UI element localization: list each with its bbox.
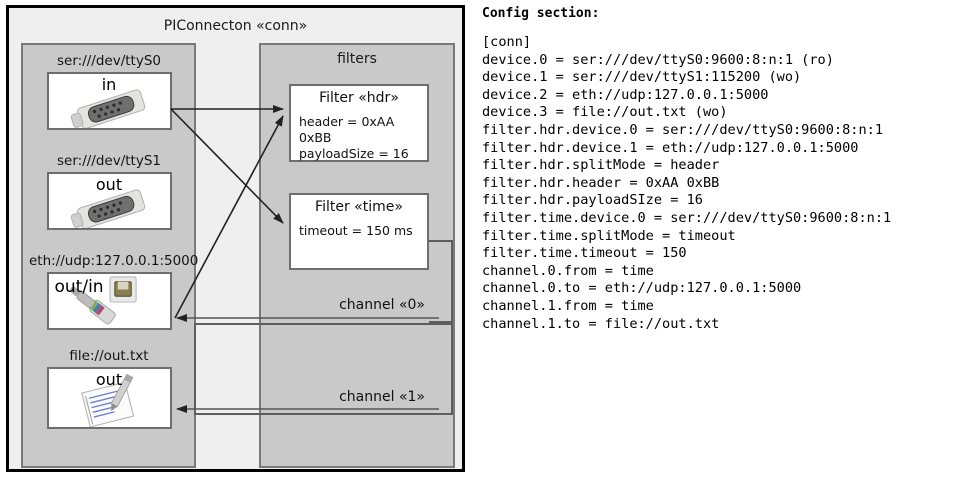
device-caption: eth://udp:127.0.0.1:5000 [29, 253, 199, 269]
config-line: filter.time.device.0 = ser:///dev/ttyS0:… [482, 209, 892, 226]
device-group-ttys1: ser:///dev/ttyS1 out [29, 153, 189, 230]
config-section: Config section: [conn]device.0 = ser:///… [482, 6, 960, 333]
filter-properties: header = 0xAA 0xBB payloadSize = 16 [299, 114, 427, 162]
config-line: filter.hdr.header = 0xAA 0xBB [482, 174, 720, 191]
config-line: filter.hdr.device.0 = ser:///dev/ttyS0:9… [482, 121, 884, 138]
filter-box-time[interactable]: Filter «time» timeout = 150 ms [289, 193, 429, 270]
diagram-title: PIConnecton «conn» [163, 18, 308, 34]
config-line: channel.1.to = file://out.txt [482, 315, 720, 332]
device-caption: ser:///dev/ttyS0 [57, 53, 161, 69]
config-line: channel.0.from = time [482, 262, 654, 279]
config-line: filter.time.splitMode = timeout [482, 227, 736, 244]
config-line: [conn] [482, 34, 532, 50]
serial-db9-icon [70, 189, 145, 228]
device-caption: ser:///dev/ttyS1 [57, 153, 161, 169]
device-box-file[interactable]: out [46, 367, 172, 429]
config-line: device.3 = file://out.txt (wo) [482, 104, 728, 121]
device-direction-label: in [101, 75, 117, 94]
filters-panel-title: filters [337, 51, 377, 67]
device-box-eth[interactable]: out/in [46, 272, 172, 330]
config-line: device.2 = eth://udp:127.0.0.1:5000 [482, 86, 769, 103]
config-line: channel.1.from = time [482, 297, 654, 314]
filters-panel: filters Filter «hdr» header = 0xAA 0xBB … [194, 43, 455, 468]
channel-region-0: channel «0» [339, 240, 453, 323]
filter-property: timeout = 150 ms [299, 223, 413, 238]
device-box-ttys1[interactable]: out [46, 172, 172, 230]
config-lines: [conn]device.0 = ser:///dev/ttyS0:9600:8… [482, 34, 960, 333]
device-group-file: file://out.txt out [29, 348, 189, 429]
device-caption: file://out.txt [69, 348, 149, 364]
filter-box-hdr[interactable]: Filter «hdr» header = 0xAA 0xBB payloadS… [289, 84, 429, 162]
serial-db9-icon [70, 89, 145, 128]
config-line: device.0 = ser:///dev/ttyS0:9600:8:n:1 (… [482, 51, 834, 68]
config-line: filter.time.timeout = 150 [482, 245, 687, 262]
filter-title: Filter «time» [315, 199, 403, 215]
config-line: channel.0.to = eth://udp:127.0.0.1:5000 [482, 280, 802, 297]
config-line: filter.hdr.device.1 = eth://udp:127.0.0.… [482, 139, 859, 156]
filter-properties: timeout = 150 ms [299, 223, 413, 239]
filter-property: header = 0xAA 0xBB [299, 114, 395, 145]
channel-label: channel «1» [339, 389, 425, 405]
config-line: device.1 = ser:///dev/ttyS1:115200 (wo) [482, 69, 802, 86]
connection-diagram: PIConnecton «conn» ser:///dev/ttyS0 in [6, 5, 465, 472]
channel-label: channel «0» [339, 297, 425, 313]
ethernet-rj45-icon [69, 276, 137, 325]
devices-panel: ser:///dev/ttyS0 in [21, 43, 199, 468]
filter-title: Filter «hdr» [319, 90, 399, 106]
device-group-ttys0: ser:///dev/ttyS0 in [29, 53, 189, 130]
channel-region-1: channel «1» [194, 323, 453, 415]
device-box-ttys0[interactable]: in [46, 72, 172, 130]
config-line: filter.hdr.payloadSIze = 16 [482, 192, 703, 209]
device-direction-label: out [95, 175, 123, 194]
filter-property: payloadSize = 16 [299, 146, 409, 161]
config-heading: Config section: [482, 6, 600, 21]
device-group-eth: eth://udp:127.0.0.1:5000 out/in [29, 253, 199, 330]
device-direction-label: out [95, 370, 123, 389]
device-direction-label: out/in [54, 277, 104, 297]
config-line: filter.hdr.splitMode = header [482, 157, 720, 174]
text-file-icon [80, 373, 134, 427]
